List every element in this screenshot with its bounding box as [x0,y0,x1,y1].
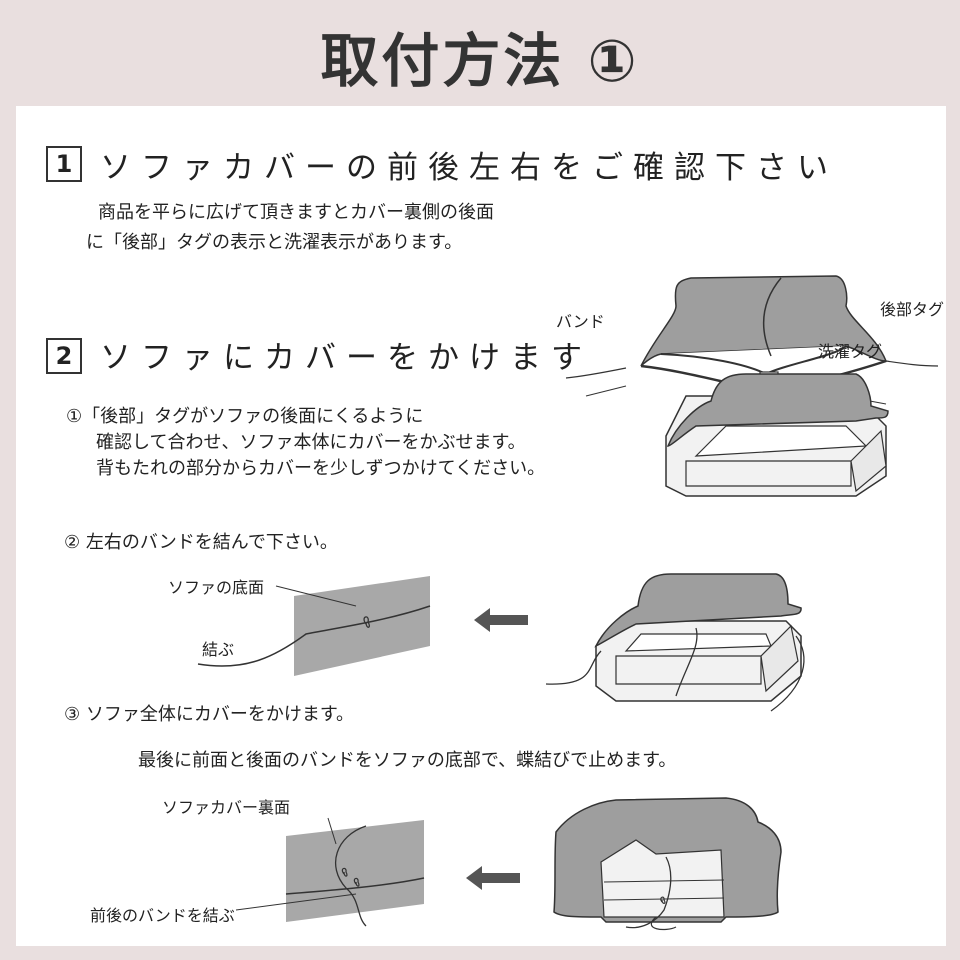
tie-label: 結ぶ [202,640,235,659]
sub-2-text: ② 左右のバンドを結んで下さい。 [64,532,338,553]
step-2-heading: ソファにカバーをかけます [100,340,592,376]
left-arrow-icon [474,608,528,632]
instruction-panel: 1 ソファカバーの前後左右をご確認下さい 商品を平らに広げて頂きますとカバー裏側… [16,106,946,946]
band-label: バンド [556,312,605,331]
bottom-tie-diagram [197,576,431,676]
sofa-full-cover-illustration [553,797,782,931]
sub-1-line-1: ①「後部」タグがソファの後面にくるように [66,406,424,427]
sofa-cover-backrest-illustration [665,373,889,497]
cover-back-label: ソファカバー裏面 [162,798,291,817]
left-arrow-icon [466,866,520,890]
wash-tag-label: 洗濯タグ [818,342,883,361]
front-back-tie-diagram [235,817,425,927]
sub-3-description: 最後に前面と後面のバンドをソファの底部で、蝶結びで止めます。 [138,750,677,771]
step-1-heading: ソファカバーの前後左右をご確認下さい [100,150,838,186]
page-title: 取付方法 ① [320,27,640,95]
step-1-number: 1 [46,146,82,182]
back-tag-label: 後部タグ [880,300,945,319]
sub-3-text: ③ ソファ全体にカバーをかけます。 [64,704,355,725]
sofa-bands-illustration [545,573,805,712]
sub-1-line-2: 確認して合わせ、ソファ本体にカバーをかぶせます。 [96,432,526,453]
step-1-text-line-1: 商品を平らに広げて頂きますとカバー裏側の後面 [98,202,494,223]
sofa-bottom-label: ソファの底面 [168,578,265,597]
step-1-text-line-2: に「後部」タグの表示と洗濯表示があります。 [86,232,463,253]
sub-1-line-3: 背もたれの部分からカバーを少しずつかけてください。 [96,458,546,479]
step-2-number: 2 [46,338,82,374]
front-back-tie-label: 前後のバンドを結ぶ [90,906,235,925]
